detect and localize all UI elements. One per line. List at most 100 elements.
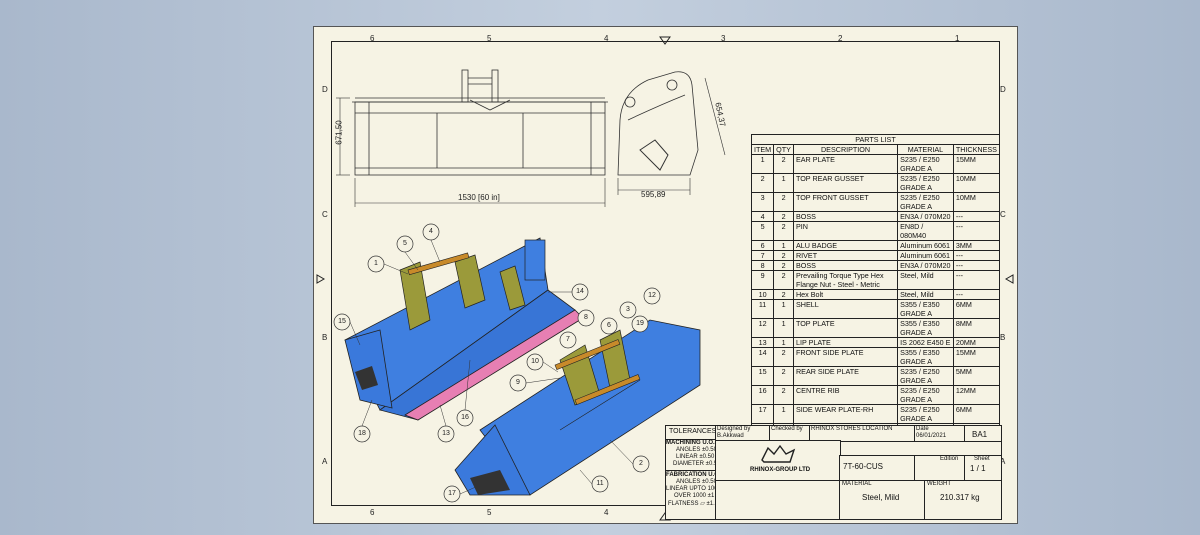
- parts-cell-qty: 2: [773, 366, 794, 386]
- machining-line-1: ANGLES ±0.50: [676, 447, 717, 453]
- weight-value: 210.317 kg: [940, 493, 980, 502]
- parts-cell-item: 11: [750, 299, 775, 319]
- balloon-6: 6: [607, 322, 611, 329]
- balloon-16: 16: [461, 414, 469, 421]
- balloon-18: 18: [358, 430, 366, 437]
- parts-cell-qty: 2: [773, 221, 794, 241]
- sheet-label: Sheet: [974, 456, 990, 462]
- parts-cell-item: 15: [750, 366, 775, 386]
- parts-cell-thickness: 6MM: [952, 404, 1001, 424]
- balloon-1: 1: [374, 260, 378, 267]
- front-view: [336, 69, 608, 207]
- parts-cell-item: 2: [750, 173, 775, 193]
- parts-cell-thickness: ---: [952, 250, 1001, 261]
- zone-top-4: 4: [604, 34, 609, 43]
- dimension-width: 1530 [60 in]: [458, 193, 500, 202]
- parts-cell-item: 12: [750, 318, 775, 338]
- parts-cell-description: SHELL: [792, 299, 899, 319]
- parts-cell-material: S355 / E350 GRADE A: [897, 299, 954, 319]
- center-mark-top: [659, 36, 671, 45]
- balloon-15: 15: [338, 318, 346, 325]
- parts-cell-qty: 2: [773, 211, 794, 222]
- balloon-19: 19: [636, 320, 644, 327]
- iso-bucket-a: [344, 237, 584, 421]
- weight-box: [924, 480, 1002, 520]
- parts-cell-item: 16: [750, 385, 775, 405]
- parts-cell-material: S355 / E350 GRADE A: [897, 347, 954, 367]
- zone-top-2: 2: [838, 34, 843, 43]
- parts-cell-material: S235 / E250 GRADE A: [897, 385, 954, 405]
- parts-cell-description: TOP FRONT GUSSET: [792, 192, 899, 212]
- weight-label: WEIGHT: [927, 481, 951, 487]
- parts-cell-qty: 2: [773, 289, 794, 300]
- company-name: RHINOX-GROUP LTD: [750, 467, 811, 473]
- parts-cell-thickness: 15MM: [952, 154, 1001, 174]
- balloon-2: 2: [639, 460, 643, 467]
- balloon-8: 8: [584, 314, 588, 321]
- parts-cell-qty: 1: [773, 337, 794, 348]
- zone-right-d: D: [1000, 85, 1006, 94]
- parts-cell-description: BOSS: [792, 260, 899, 271]
- parts-cell-item: 8: [750, 260, 775, 271]
- parts-cell-item: 1: [750, 154, 775, 174]
- drawing-no-box: [839, 455, 916, 482]
- balloon-3-circle: [619, 301, 637, 319]
- parts-cell-item: 13: [750, 337, 775, 348]
- parts-cell-material: EN3A / 070M20: [897, 211, 954, 222]
- parts-cell-qty: 1: [773, 299, 794, 319]
- zone-right-a: A: [1000, 457, 1006, 466]
- header-thickness: THICKNESS: [952, 144, 1001, 155]
- balloon-4: 4: [429, 228, 433, 235]
- rhinox-logo-icon: [761, 444, 796, 463]
- parts-cell-material: EN8D / 080M40: [897, 221, 954, 241]
- parts-cell-material: Aluminum 6061: [897, 250, 954, 261]
- parts-cell-qty: 1: [773, 318, 794, 338]
- machining-line-3: DIAMETER ±0.5: [673, 461, 718, 467]
- parts-cell-description: TOP PLATE: [792, 318, 899, 338]
- parts-cell-material: S235 / E250 GRADE A: [897, 192, 954, 212]
- drawing-number: 7T-60-CUS: [843, 462, 884, 471]
- parts-cell-material: S235 / E250 GRADE A: [897, 173, 954, 193]
- parts-list-title: PARTS LIST: [751, 134, 1000, 145]
- parts-cell-description: SIDE WEAR PLATE-RH: [792, 404, 899, 424]
- fabrication-line-3: OVER 1000 ±1: [674, 493, 715, 499]
- dimension-height: 671,50: [334, 120, 344, 145]
- parts-cell-thickness: 3MM: [952, 240, 1001, 251]
- material-label: MATERIAL: [842, 481, 872, 487]
- fabrication-line-4: FLATNESS ⏥ ±1.00: [668, 501, 722, 507]
- header-material: MATERIAL: [897, 144, 954, 155]
- balloon-5: 5: [403, 240, 407, 247]
- sheet-number: 1 / 1: [970, 464, 986, 473]
- parts-cell-thickness: ---: [952, 289, 1001, 300]
- balloon-7-circle: [559, 331, 577, 349]
- balloon-12-circle: [643, 287, 661, 305]
- parts-cell-material: S235 / E250 GRADE A: [897, 404, 954, 424]
- parts-cell-thickness: 20MM: [952, 337, 1001, 348]
- parts-cell-thickness: 15MM: [952, 347, 1001, 367]
- parts-cell-description: Prevailing Torque Type Hex Flange Nut - …: [792, 270, 899, 290]
- machining-line-2: LINEAR ±0.50: [676, 454, 715, 460]
- zone-top-5: 5: [487, 34, 492, 43]
- zone-top-3: 3: [721, 34, 726, 43]
- parts-cell-material: S355 / E350 GRADE A: [897, 318, 954, 338]
- designed-by: B.Akkwad: [717, 433, 744, 439]
- parts-cell-qty: 2: [773, 347, 794, 367]
- balloon-12: 12: [648, 292, 656, 299]
- header-description: DESCRIPTION: [792, 144, 899, 155]
- header-item: ITEM: [750, 144, 775, 155]
- balloon-6-circle: [600, 317, 618, 335]
- parts-cell-qty: 2: [773, 260, 794, 271]
- parts-cell-material: S235 / E250 GRADE A: [897, 154, 954, 174]
- parts-cell-item: 5: [750, 221, 775, 241]
- dimension-side-depth: 595,89: [641, 190, 666, 199]
- parts-cell-qty: 1: [773, 404, 794, 424]
- parts-cell-description: RIVET: [792, 250, 899, 261]
- fabrication-box: [665, 470, 717, 520]
